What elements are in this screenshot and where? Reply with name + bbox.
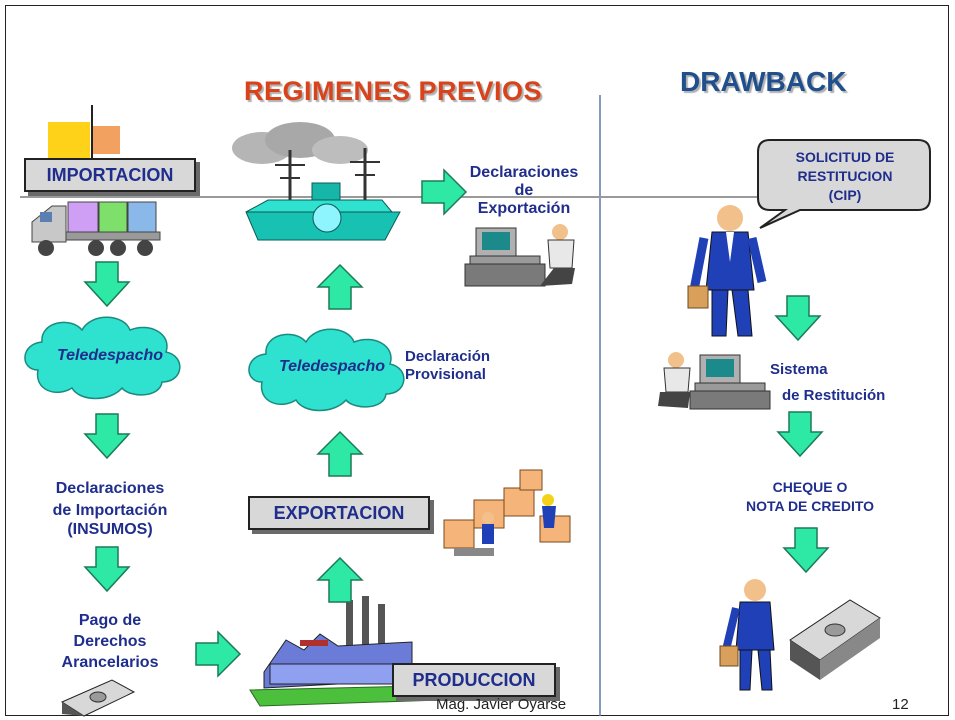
computer-operator-icon-right <box>658 352 771 410</box>
cloud-teledespacho-center <box>248 328 405 412</box>
businessman-icon-bottom <box>719 579 775 691</box>
text-pago-derechos: Pago de Derechos Arancelarios <box>61 612 159 671</box>
boxes-workers-icon <box>443 469 571 556</box>
arrow-right-to-factory <box>195 631 241 677</box>
box-exportacion: EXPORTACION <box>248 496 430 530</box>
arrow-up-export <box>317 431 363 477</box>
businessman-icon-top <box>687 205 767 337</box>
box-importacion: IMPORTACION <box>24 158 196 192</box>
text-cheque-nota: CHEQUE O NOTA DE CREDITO <box>745 479 875 514</box>
slide-frame <box>5 5 949 716</box>
text-declaracion-provisional: Declaración Provisional <box>405 348 491 383</box>
speech-balloon <box>757 139 931 229</box>
arrow-down-2 <box>84 413 130 459</box>
arrow-down-cheque <box>777 411 823 457</box>
computer-operator-icon-top <box>464 224 575 287</box>
text-declaraciones-exportacion: Declaraciones de Exportación <box>469 164 579 217</box>
text-solicitud-restitucion: SOLICITUD DE RESTITUCION (CIP) <box>795 149 895 203</box>
box-produccion: PRODUCCION <box>392 663 556 697</box>
text-sistema-restitucion: Sistema de Restitución <box>770 361 886 404</box>
ship-icon <box>232 122 401 241</box>
cloud-label-center: Teledespacho <box>278 358 386 375</box>
arrow-down-3 <box>84 546 130 592</box>
arrow-down-restitucion <box>775 295 821 341</box>
title-drawback: DRAWBACK <box>680 66 847 97</box>
arrow-up-factory <box>317 557 363 603</box>
page-number: 12 <box>892 696 909 713</box>
truck-icon <box>31 201 161 256</box>
title-regimenes-previos: REGIMENES PREVIOS <box>244 76 543 106</box>
arrow-down-1 <box>84 261 130 307</box>
money-stack-icon-right <box>789 599 881 680</box>
cloud-teledespacho-left <box>24 316 181 400</box>
arrow-down-money <box>783 527 829 573</box>
money-stack-icon-left <box>60 679 136 717</box>
text-declaraciones-importacion: Declaraciones de Importación (INSUMOS) <box>52 480 168 538</box>
arrow-up-ship <box>317 264 363 310</box>
footer-author: Mag. Javier Oyarse <box>436 696 567 713</box>
cloud-label-left: Teledespacho <box>56 347 164 364</box>
